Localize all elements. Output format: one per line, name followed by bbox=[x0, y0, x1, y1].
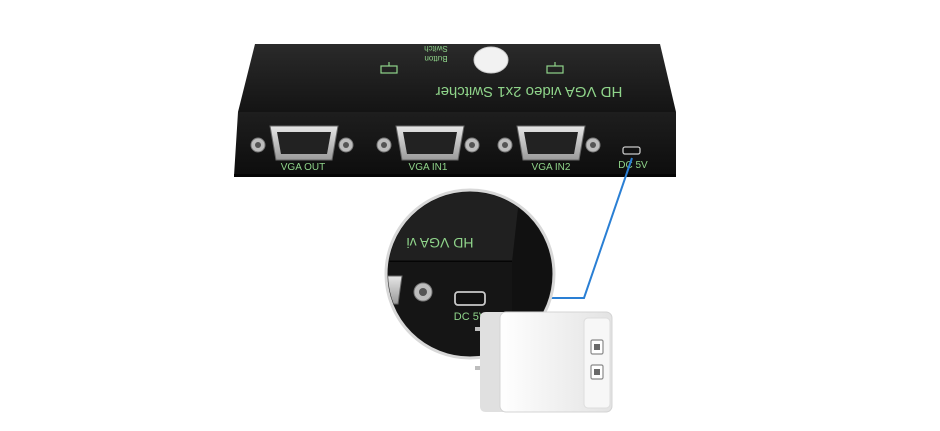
vga-in1-label: VGA IN1 bbox=[409, 162, 448, 173]
vga-out-port bbox=[250, 125, 354, 161]
inset-title-fragment: HD VGA vi bbox=[407, 235, 474, 251]
switch-button[interactable] bbox=[473, 46, 509, 74]
dc-port-label: DC 5V bbox=[618, 160, 648, 171]
usb-port-icon bbox=[590, 364, 604, 380]
vga-switcher: Switch Button HD VGA video 2x1 Switcher … bbox=[234, 44, 676, 177]
vga-in2-label: VGA IN2 bbox=[532, 162, 571, 173]
switch-button-label-line1: Switch bbox=[424, 44, 448, 53]
inset-dc-label: DC 5V bbox=[454, 311, 487, 323]
device-title: HD VGA video 2x1 Switcher bbox=[436, 83, 623, 100]
switcher-top-face bbox=[238, 44, 676, 112]
led-indicator-icon bbox=[380, 62, 398, 74]
vga-in2-port bbox=[497, 125, 601, 161]
led-indicator-icon bbox=[546, 62, 564, 74]
vga-out-label: VGA OUT bbox=[281, 162, 325, 173]
usb-wall-adapter bbox=[475, 311, 613, 413]
switch-button-label-line2: Button bbox=[424, 54, 447, 63]
vga-in1-port bbox=[376, 125, 480, 161]
dc-port bbox=[622, 146, 641, 155]
usb-port-icon bbox=[590, 339, 604, 355]
